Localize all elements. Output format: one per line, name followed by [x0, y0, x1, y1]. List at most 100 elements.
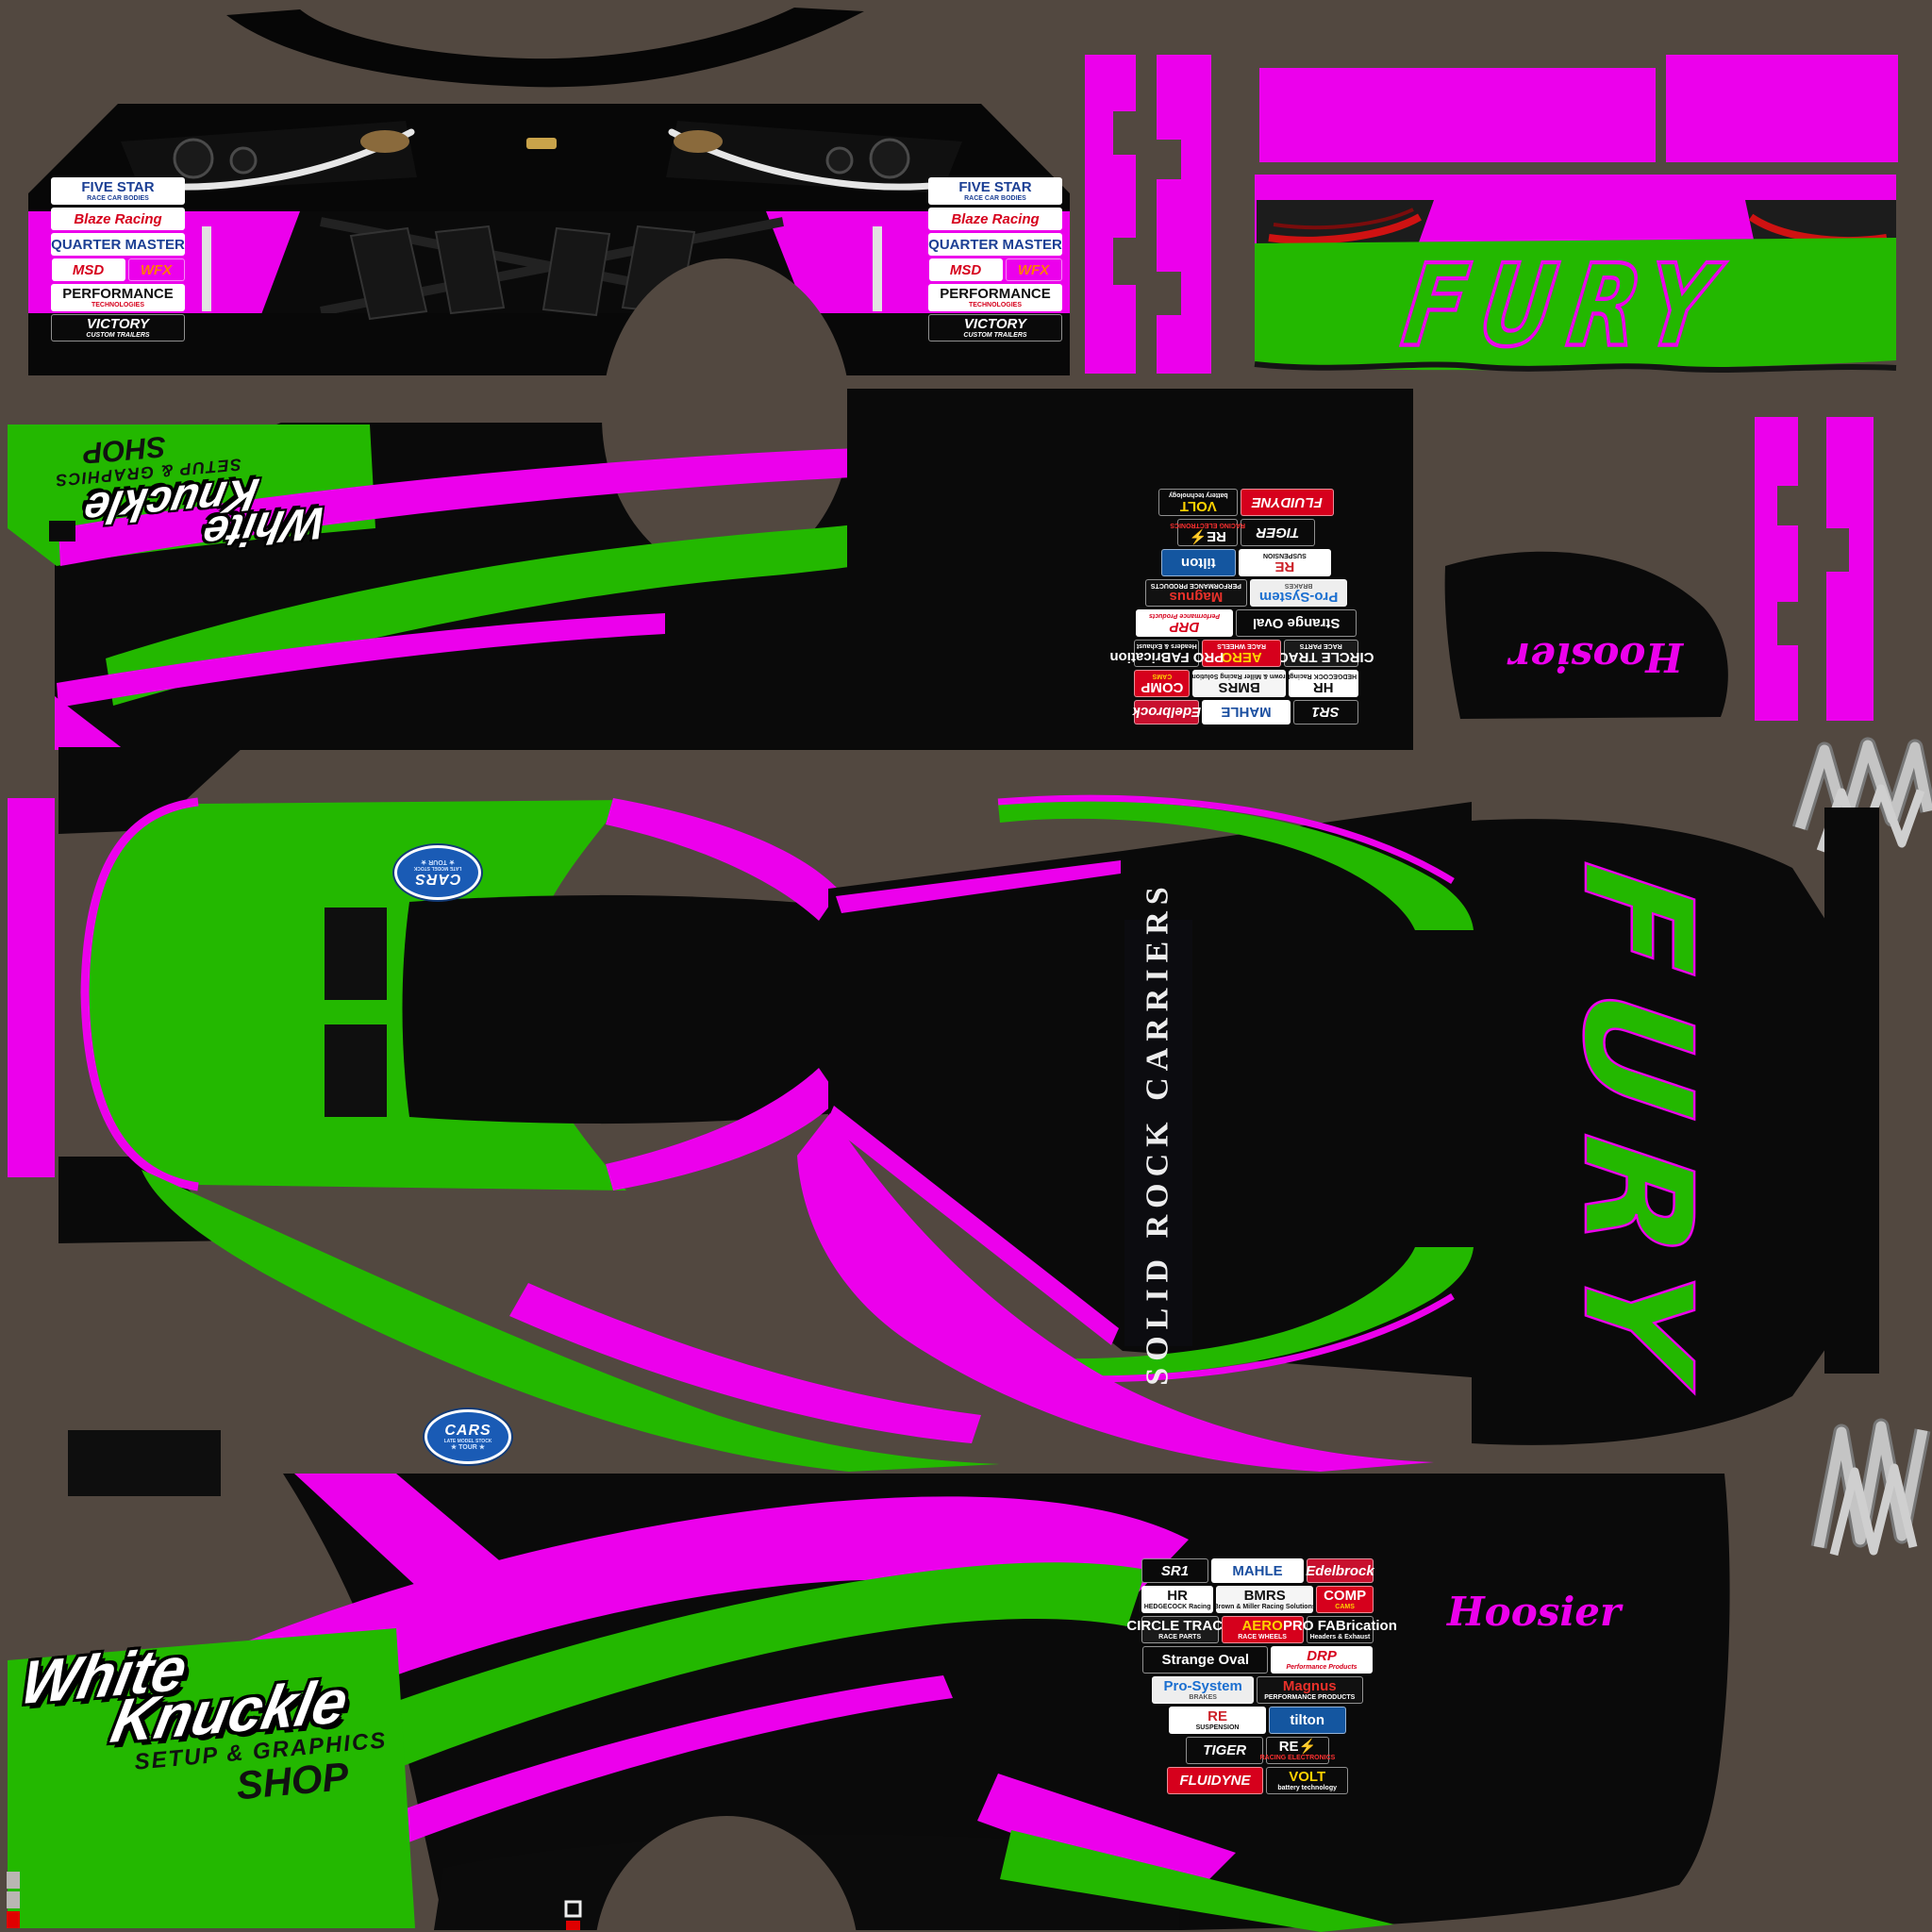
- windshield-visor: [226, 8, 864, 88]
- sponsor-volt-battery: VOLT battery technology: [1266, 1767, 1349, 1794]
- sponsor-sri-performance: SR1: [1141, 1558, 1209, 1583]
- sponsor-msd: MSD: [51, 258, 125, 281]
- sponsor-blaze-racing: Blaze Racing: [50, 208, 186, 230]
- sponsor-quarter-master: QUARTER MASTER: [50, 233, 186, 256]
- sponsor-pro-fabrication: PRO FABrication Headers & Exhaust: [1283, 1616, 1397, 1643]
- green-tail-wedge: [1000, 1830, 1394, 1932]
- deck-strip-left: [1259, 68, 1656, 162]
- deck-green-swoosh-top: [998, 800, 1474, 930]
- pink-swoosh-upper: [58, 445, 951, 566]
- pillar-strips-right: [1755, 417, 1874, 721]
- center-marks: [564, 1900, 582, 1930]
- apillar-pink-bottom: [606, 1068, 840, 1191]
- front-edge-pink-bar: [8, 798, 55, 1177]
- wk-green-panel-bottom: [8, 1628, 415, 1928]
- fury-rear-text: FURY: [1393, 238, 1739, 374]
- sponsor-aero-race-wheels: AERO RACE WHEELS: [1221, 1616, 1304, 1643]
- splitter-vents: [349, 225, 696, 321]
- pink-tail-wedge: [977, 1774, 1236, 1898]
- wheel-arch-cutout-bottom: [596, 1816, 857, 1932]
- hoosier-script-top: Hoosier: [1509, 634, 1684, 680]
- sponsor-edelbrock: Edelbrock: [1306, 1558, 1374, 1583]
- sponsor-bmrs: BMRS Brown & Miller Racing Solutions: [1214, 1586, 1316, 1613]
- front-sponsor-column-left: FIVE STAR RACE CAR BODIES Blaze Racing Q…: [47, 177, 189, 341]
- cars-tour-logo-bottom: CARS LATE MODEL STOCK ★ TOUR ★: [425, 1409, 511, 1464]
- windshield-pink-trim-top: [836, 860, 1121, 913]
- sponsor-magnus-performance: Magnus PERFORMANCE PRODUCTS: [1144, 579, 1247, 607]
- sponsor-performance-technologies: PERFORMANCE TECHNOLOGIES: [50, 284, 186, 311]
- sponsor-victory-custom-trailers: VICTORY CUSTOM TRAILERS: [927, 314, 1063, 341]
- sponsor-drp-performance: DRP Performance Products: [1271, 1646, 1373, 1674]
- sponsor-mahle: MAHLE: [1202, 700, 1291, 724]
- sponsor-pro-fabrication: PRO FABrication Headers & Exhaust: [1109, 640, 1224, 667]
- windshield-pink-trim-bottom: [826, 1106, 1119, 1345]
- sponsor-wfx: WFX: [1005, 258, 1062, 281]
- pink-swoosh-lower: [57, 613, 665, 708]
- pink-band-upper: [62, 1496, 1189, 1792]
- top-view: [8, 747, 1879, 1496]
- taillight-left: [1257, 200, 1434, 253]
- hoosier-script-bottom: Hoosier: [1447, 1589, 1622, 1635]
- door-handle-bottom: [68, 1430, 221, 1496]
- pillar-strips-top: [1085, 55, 1211, 374]
- rear-bumper-panel: [1254, 55, 1898, 373]
- rear-fascia-bar: [1824, 808, 1879, 1374]
- white-knuckle-logo-top: White Knuckle SETUP & GRAPHICS SHOP: [53, 430, 330, 559]
- sponsor-five-star: FIVE STAR RACE CAR BODIES: [50, 177, 186, 205]
- front-lower-band: [28, 313, 1070, 375]
- pink-corner-wedge: [55, 696, 125, 750]
- calibration-squares: [7, 1872, 20, 1928]
- metal-scuff-bottom: [1810, 1418, 1931, 1557]
- sponsor-fluidyne: FLUIDYNE: [1166, 1767, 1264, 1794]
- sponsor-hedgecock-racing: HR HEDGECOCK Racing: [1141, 1586, 1214, 1613]
- wheel-arch-cutout-top: [602, 258, 851, 575]
- sponsor-re-suspension: RE SUSPENSION: [1238, 549, 1332, 576]
- sponsor-hedgecock-racing: HR HEDGECOCK Racing: [1288, 670, 1358, 697]
- sponsor-five-star: FIVE STAR RACE CAR BODIES: [927, 177, 1063, 205]
- sponsor-strange-oval: Strange Oval: [1142, 1646, 1269, 1674]
- sponsor-performance-technologies: PERFORMANCE TECHNOLOGIES: [927, 284, 1063, 311]
- green-swoosh: [106, 508, 951, 706]
- sponsor-tiger-quick-change: TIGER: [1241, 519, 1315, 546]
- deck-strip-right: [1666, 55, 1898, 162]
- sponsor-pro-system-brakes: Pro-System BRAKES: [1152, 1676, 1254, 1704]
- rear-band-trim: [1254, 361, 1897, 373]
- sponsor-bmrs: BMRS Brown & Miller Racing Solutions: [1189, 670, 1291, 697]
- deck-lid-panel: [847, 389, 1728, 750]
- sponsor-tilton: tilton: [1160, 549, 1236, 576]
- deck-pink-trim-top: [997, 794, 1455, 884]
- fury-deck-logo: FURY: [1472, 854, 1802, 1410]
- apillar-pink-top: [606, 798, 840, 921]
- sponsor-mahle: MAHLE: [1211, 1558, 1304, 1583]
- fender-wedge-top: [58, 747, 243, 834]
- sponsor-msd: MSD: [928, 258, 1003, 281]
- rear-deck-black: [1472, 819, 1825, 1445]
- fury-rear-logo: FURY: [1344, 238, 1788, 374]
- sponsor-tilton: tilton: [1268, 1707, 1346, 1734]
- lower-pink-sweep: [509, 1283, 981, 1443]
- sponsor-tiger-quick-change: TIGER: [1186, 1737, 1264, 1764]
- white-knuckle-logo-bottom: White Knuckle SETUP & GRAPHICS SHOP: [15, 1633, 389, 1808]
- sponsor-blaze-racing: Blaze Racing: [927, 208, 1063, 230]
- hood-vent-upper: [325, 908, 387, 1000]
- sponsor-quarter-master: QUARTER MASTER: [927, 233, 1063, 256]
- led-strip-right: [873, 226, 882, 311]
- sponsor-drp-performance: DRP Performance Products: [1135, 609, 1234, 637]
- windshield-banner: SOLID ROCK CARRIERS: [1124, 880, 1192, 1385]
- roofline-pink-sweep: [797, 1113, 1434, 1472]
- sponsor-strange-oval: Strange Oval: [1236, 609, 1357, 637]
- rear-green-band: [1255, 238, 1896, 371]
- sponsor-comp-cams: COMP CAMS: [1315, 1586, 1374, 1613]
- solid-rock-carriers-text: SOLID ROCK CARRIERS: [1141, 880, 1175, 1386]
- sponsor-volt-battery: VOLT battery technology: [1158, 489, 1239, 516]
- windshield-banner-bg: [1124, 920, 1192, 1346]
- front-sponsor-column-right: FIVE STAR RACE CAR BODIES Blaze Racing Q…: [924, 177, 1066, 341]
- hood-vent-lower: [325, 1024, 387, 1117]
- front-emblem: [526, 138, 557, 149]
- hood-blackout: [402, 894, 838, 1124]
- sponsor-magnus-performance: Magnus PERFORMANCE PRODUCTS: [1256, 1676, 1363, 1704]
- door-handle-top: [49, 521, 75, 541]
- sponsor-edelbrock: Edelbrock: [1133, 700, 1201, 724]
- fury-deck-text: FURY: [1549, 854, 1725, 1410]
- sponsor-wfx: WFX: [127, 258, 185, 281]
